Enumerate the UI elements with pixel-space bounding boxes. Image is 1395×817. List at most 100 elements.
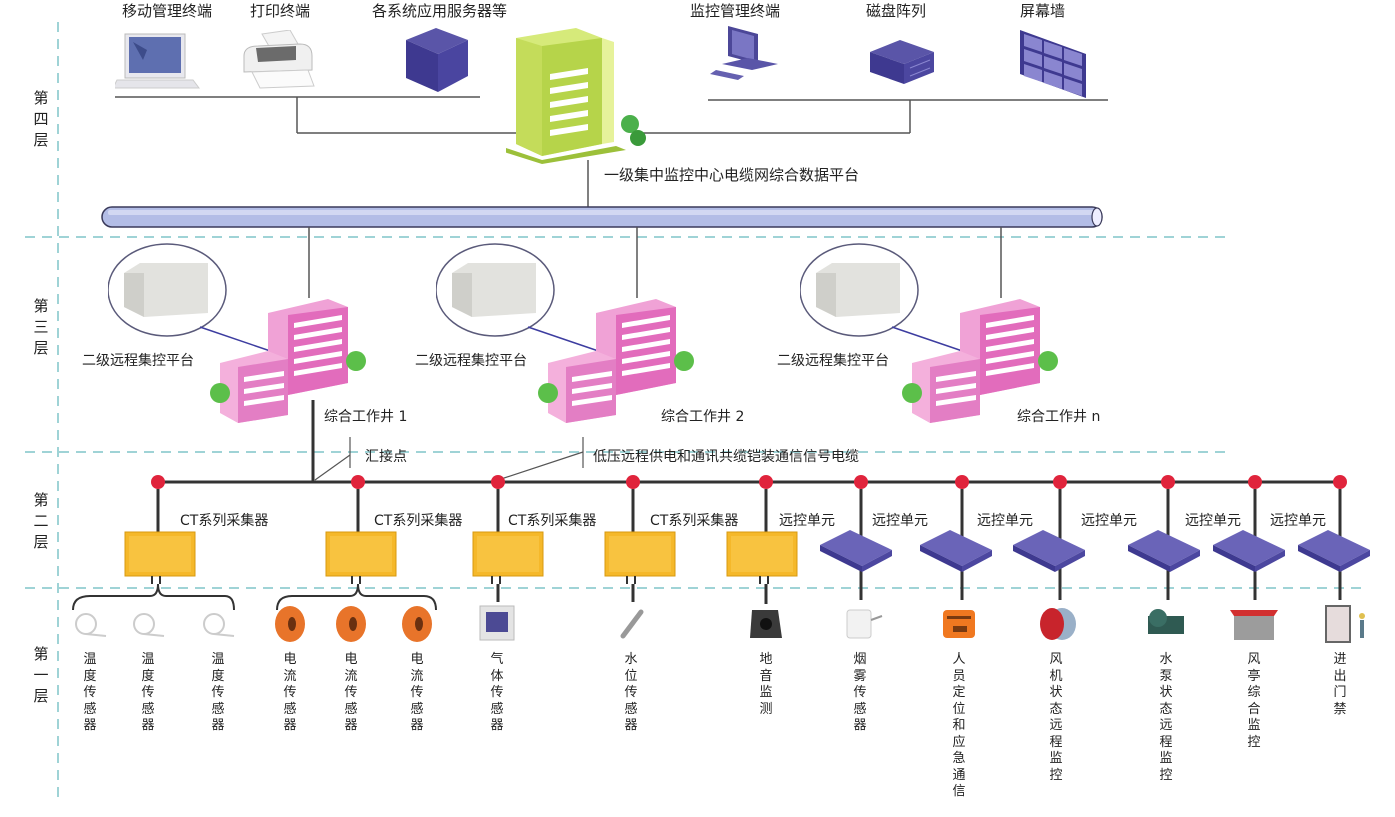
- bus-node-dot: [759, 475, 773, 489]
- layer-1-label: 第一层: [33, 645, 49, 705]
- sensor-label: 水泵状态远程监控: [1159, 652, 1173, 783]
- current-sensor-icon: [336, 606, 366, 642]
- remote-control-unit-icon: [920, 530, 992, 572]
- sensor-label: 电流传感器: [344, 652, 358, 733]
- device-label: 磁盘阵列: [866, 2, 927, 20]
- ct-collector-label: CT系列采集器: [508, 513, 597, 529]
- cabinet-zoom-circle-icon: [436, 243, 617, 359]
- remote-unit-label: 远控单元: [1270, 513, 1326, 529]
- remote-unit-label: 远控单元: [1081, 513, 1137, 529]
- temperature-sensor-icon: [203, 613, 235, 637]
- remote-unit-label: 远控单元: [977, 513, 1033, 529]
- personnel-location-icon: [943, 610, 975, 638]
- pink-building-icon: [902, 299, 1058, 423]
- platform-label: 二级远程集控平台: [777, 353, 889, 369]
- bus-node-dot: [1053, 475, 1067, 489]
- junction-label: 汇接点: [365, 449, 407, 465]
- sensor-label: 水位传感器: [624, 652, 638, 733]
- ct-collector-label: CT系列采集器: [180, 513, 269, 529]
- printer-icon: [243, 30, 315, 89]
- remote-control-unit-icon: [1298, 530, 1370, 572]
- sensor-label: 气体传感器: [490, 652, 504, 733]
- bus-node-dot: [1248, 475, 1262, 489]
- access-control-icon: [1325, 605, 1365, 643]
- work-well-label: 综合工作井 2: [661, 409, 745, 425]
- server-icon: [406, 28, 468, 92]
- temperature-sensor-icon: [75, 613, 107, 637]
- platform-group: [800, 243, 1070, 423]
- remote-control-unit-icon: [1213, 530, 1285, 572]
- platform-group: [436, 243, 706, 423]
- remote-control-unit-icon: [820, 530, 892, 572]
- sensor-label: 温度传感器: [83, 652, 97, 733]
- sensor-label: 温度传感器: [211, 652, 225, 733]
- pink-building-icon: [210, 299, 366, 423]
- bus-node-dot: [1333, 475, 1347, 489]
- ct-collector-icon: [604, 531, 676, 584]
- sensor-label: 风亭综合监控: [1247, 652, 1261, 750]
- layer-2-label: 第二层: [33, 491, 49, 551]
- current-sensor-icon: [275, 606, 305, 642]
- ct-collector-icon: [472, 531, 544, 584]
- work-well-label: 综合工作井 n: [1017, 409, 1101, 425]
- smoke-sensor-icon: [846, 609, 883, 639]
- screen-wall-icon: [1020, 30, 1086, 98]
- bus-node-dot: [351, 475, 365, 489]
- fan-icon: [1040, 608, 1076, 640]
- bus-node-dot: [491, 475, 505, 489]
- device-label: 监控管理终端: [690, 2, 781, 20]
- current-sensor-icon: [402, 606, 432, 642]
- device-label: 各系统应用服务器等: [372, 2, 508, 20]
- sensor-label: 烟雾传感器: [853, 652, 867, 733]
- sensor-label: 风机状态远程监控: [1049, 652, 1063, 783]
- sensor-label: 温度传感器: [141, 652, 155, 733]
- remote-unit-label: 远控单元: [1185, 513, 1241, 529]
- pink-building-icon: [538, 299, 694, 423]
- layer-3-label: 第三层: [33, 297, 49, 357]
- central-platform-label: 一级集中监控中心电缆网综合数据平台: [604, 166, 860, 184]
- ct-collector-label: CT系列采集器: [374, 513, 463, 529]
- device-label: 打印终端: [250, 2, 311, 20]
- bus-node-dot: [955, 475, 969, 489]
- remote-control-unit-icon: [1128, 530, 1200, 572]
- cabinet-zoom-circle-icon: [108, 243, 289, 359]
- bus-node-dot: [151, 475, 165, 489]
- sensor-connections: [72, 583, 768, 611]
- ground-sound-monitor-icon: [750, 610, 782, 638]
- remote-unit-label: 远控单元: [872, 513, 928, 529]
- device-label: 屏幕墙: [1020, 2, 1066, 20]
- device-label: 移动管理终端: [122, 2, 213, 20]
- ct-collector-icon: [124, 531, 196, 584]
- sensor-label: 人员定位和应急通信: [952, 652, 966, 799]
- bus-node-dot: [626, 475, 640, 489]
- cable-label: 低压远程供电和通讯共缆铠装通信信号电缆: [593, 449, 859, 465]
- platform-group: [108, 243, 378, 423]
- sensor-label: 电流传感器: [283, 652, 297, 733]
- ct-collector-label: CT系列采集器: [650, 513, 739, 529]
- vent-kiosk-icon: [1230, 610, 1278, 640]
- laptop-icon: [115, 33, 200, 89]
- sensor-label: 电流传感器: [410, 652, 424, 733]
- sensor-label: 地音监测: [759, 652, 773, 717]
- gas-sensor-icon: [479, 605, 515, 641]
- sensor-label: 进出门禁: [1333, 652, 1347, 717]
- platform-label: 二级远程集控平台: [415, 353, 527, 369]
- bus-node-dot: [854, 475, 868, 489]
- remote-control-unit-icon: [1013, 530, 1085, 572]
- platform-label: 二级远程集控平台: [82, 353, 194, 369]
- ct-collector-icon: [325, 531, 397, 584]
- bus-node-dot: [1161, 475, 1175, 489]
- green-building-icon: [506, 28, 646, 164]
- water-level-sensor-icon: [620, 609, 644, 639]
- water-pump-icon: [1148, 609, 1184, 634]
- layer-4-label: 第四层: [33, 89, 49, 149]
- work-well-label: 综合工作井 1: [324, 409, 408, 425]
- monitor-terminal-icon: [710, 26, 778, 80]
- temperature-sensor-icon: [133, 613, 165, 637]
- remote-unit-label: 远控单元: [779, 513, 835, 529]
- cabinet-zoom-circle-icon: [800, 243, 981, 359]
- backbone-pipe: [101, 206, 1103, 228]
